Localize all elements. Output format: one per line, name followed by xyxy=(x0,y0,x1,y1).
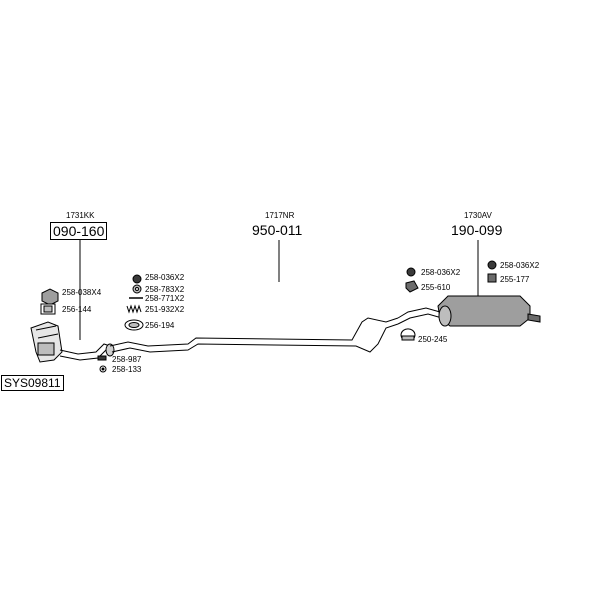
middle-pipe xyxy=(109,317,399,353)
section-3-main-number[interactable]: 190-099 xyxy=(451,222,503,238)
middle-parts-icons xyxy=(124,274,144,331)
catalytic-converter xyxy=(30,321,115,363)
rear-muffler xyxy=(397,295,541,327)
system-code-label: SYS09811 xyxy=(1,375,64,391)
part-code-251-932x2[interactable]: 251-932X2 xyxy=(145,305,185,314)
left-small-parts-icons xyxy=(97,355,107,373)
part-code-258-771x2[interactable]: 258-771X2 xyxy=(145,294,185,303)
part-code-255-610[interactable]: 255-610 xyxy=(421,283,451,292)
part-code-258-133[interactable]: 258-133 xyxy=(112,365,142,374)
part-code-258-783x2[interactable]: 258-783X2 xyxy=(145,285,185,294)
part-code-256-144[interactable]: 256-144 xyxy=(62,305,92,314)
part-code-258-036x2-middle[interactable]: 258-036X2 xyxy=(145,273,185,282)
section-1-small-code: 1731KK xyxy=(66,211,95,220)
section-2-small-code: 1717NR xyxy=(265,211,295,220)
right-parts-icons xyxy=(400,260,497,341)
section-2-main-number[interactable]: 950-011 xyxy=(252,222,303,238)
part-code-258-987[interactable]: 258-987 xyxy=(112,355,142,364)
front-flange-parts xyxy=(40,288,59,315)
part-code-258-036x2-right-a[interactable]: 258-036X2 xyxy=(421,268,461,277)
section-3-small-code: 1730AV xyxy=(464,211,492,220)
part-code-255-177[interactable]: 255-177 xyxy=(500,275,530,284)
part-code-258-036x2-right-b[interactable]: 258-036X2 xyxy=(500,261,540,270)
part-code-256-194[interactable]: 256-194 xyxy=(145,321,175,330)
part-code-258-038x4[interactable]: 258-038X4 xyxy=(62,288,102,297)
section-1-main-number[interactable]: 090-160 xyxy=(50,222,108,240)
part-code-250-245[interactable]: 250-245 xyxy=(418,335,448,344)
